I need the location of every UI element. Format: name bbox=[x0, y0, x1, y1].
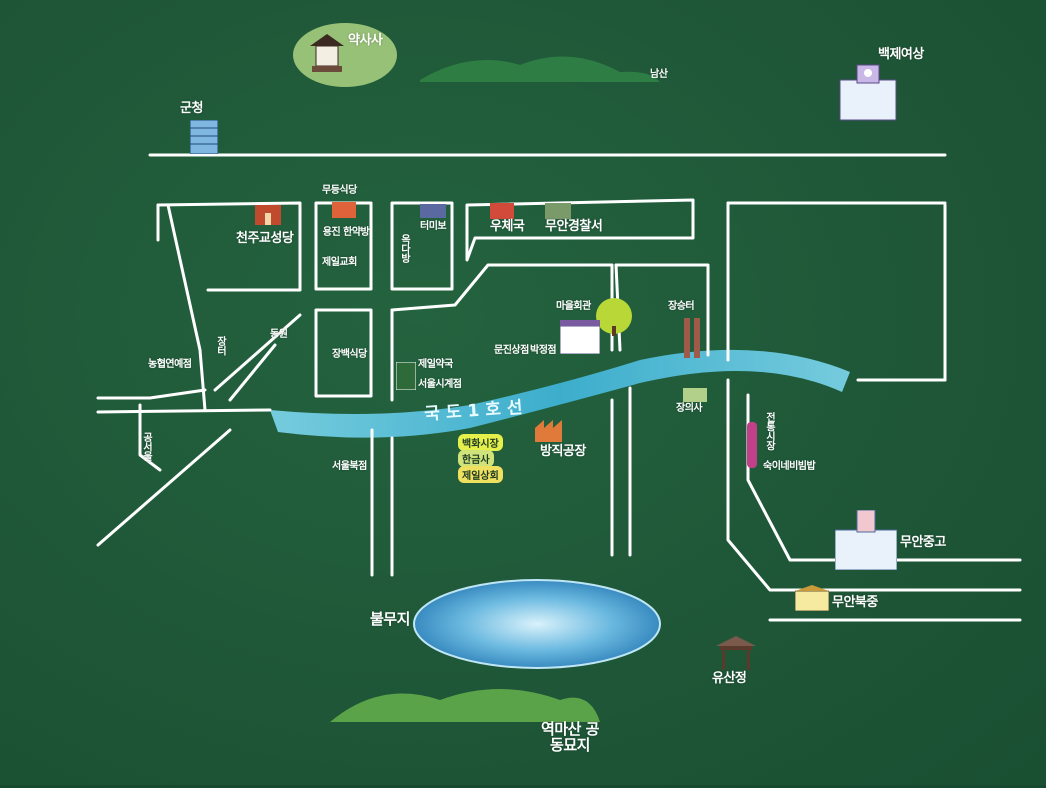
pharmacy-icon bbox=[395, 361, 417, 391]
label-lake: 불무지 bbox=[370, 610, 410, 628]
label-muanbukjung: 무안북중 bbox=[832, 595, 878, 610]
label-mudeung: 무등식당 bbox=[322, 185, 357, 196]
label-sueobang: 숙이네비빔밥 bbox=[763, 461, 816, 472]
pavilion-icon bbox=[310, 32, 344, 76]
tree-icon bbox=[592, 298, 636, 336]
label-police: 무안경찰서 bbox=[545, 219, 603, 234]
label-muanjunggo: 무안중고 bbox=[900, 535, 946, 550]
label-baekje: 백제여상 bbox=[878, 47, 924, 62]
label-hanyakbang: 용진 한약방 bbox=[322, 227, 370, 238]
label-yeokmasan: 역마산 공동묘지 bbox=[541, 720, 599, 754]
label-maeulhoegwan: 마을회관 bbox=[556, 301, 591, 312]
label-jangbaeksik: 장백식당 bbox=[332, 349, 367, 360]
school-building-icon bbox=[835, 55, 901, 121]
label-guncheong: 군청 bbox=[180, 101, 203, 116]
post-office-icon bbox=[490, 203, 514, 219]
label-jangsusa: 장의사 bbox=[676, 403, 703, 414]
terminal-icon bbox=[420, 203, 446, 218]
funeral-icon bbox=[683, 387, 707, 402]
label-jeilmaul: 제일약국 bbox=[418, 359, 453, 370]
north-school-icon bbox=[794, 585, 830, 612]
tag-hangeumsa: 한금사 bbox=[458, 450, 494, 467]
label-nonghyup: 농협연예점 bbox=[148, 359, 192, 370]
market-sign-icon bbox=[747, 422, 757, 468]
hills bbox=[293, 23, 660, 722]
label-bangjik: 방직공장 bbox=[540, 444, 586, 459]
tag-jeilsang: 제일상회 bbox=[458, 466, 503, 483]
label-tumibo: 터미보 bbox=[420, 221, 447, 232]
label-sueo: 전통시장 bbox=[763, 412, 775, 450]
label-yusancheong: 유산정 bbox=[712, 671, 747, 686]
label-jangseungteo: 장승터 bbox=[668, 301, 695, 312]
label-namsan: 남산 bbox=[650, 69, 668, 80]
village-hall-icon bbox=[559, 320, 601, 355]
gazebo-icon bbox=[716, 636, 756, 670]
label-uchegu: 우체국 bbox=[490, 219, 525, 234]
county-office-icon bbox=[189, 119, 219, 155]
label-gongseo: 공서울 bbox=[140, 432, 152, 461]
bottom-border bbox=[0, 785, 1046, 788]
label-cheonju: 천주교성당 bbox=[236, 231, 294, 246]
tag-paeksijang: 백화시장 bbox=[458, 434, 503, 451]
lake bbox=[413, 579, 661, 669]
river bbox=[270, 349, 850, 438]
label-bakjeong: 박정점 bbox=[530, 345, 557, 356]
label-jangteo: 장터 bbox=[214, 336, 226, 355]
label-seoulsigye: 서울시계점 bbox=[418, 379, 462, 390]
label-church: 제일교회 bbox=[322, 257, 357, 268]
label-yaksasa: 약사사 bbox=[348, 33, 383, 48]
police-icon bbox=[545, 203, 571, 219]
totem-icon bbox=[682, 318, 702, 358]
church-icon bbox=[255, 205, 281, 225]
label-mungeuk: 문진상점 bbox=[494, 345, 529, 356]
factory-icon bbox=[535, 420, 571, 442]
label-seoulbukjeom: 서울북점 bbox=[332, 461, 367, 472]
middle-school-icon bbox=[834, 509, 898, 571]
label-okdabang: 옥다방 bbox=[398, 234, 410, 263]
shop-icon bbox=[332, 202, 356, 218]
label-dongwon: 동원 bbox=[270, 329, 288, 340]
